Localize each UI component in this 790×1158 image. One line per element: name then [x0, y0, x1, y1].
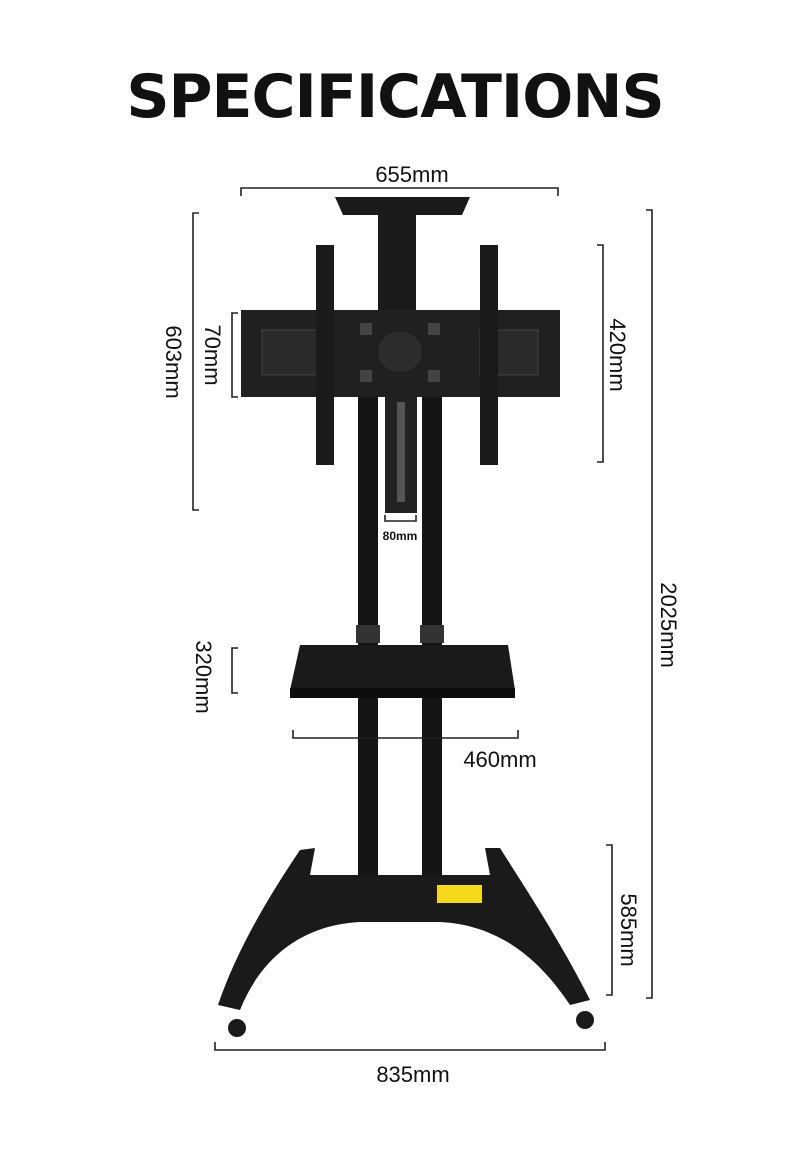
dim-460mm-label: 460mm — [463, 747, 536, 772]
dim-585mm-label: 585mm — [616, 893, 641, 966]
dim-2025mm-label: 2025mm — [656, 582, 681, 668]
dim-70mm-label: 70mm — [200, 324, 225, 385]
dim-80mm-label: 80mm — [383, 529, 418, 543]
tv-stand-image — [218, 197, 594, 1037]
dim-603mm-label: 603mm — [161, 325, 186, 398]
dim-655mm-label: 655mm — [375, 162, 448, 187]
dim-835mm-label: 835mm — [376, 1062, 449, 1087]
dim-320mm-label: 320mm — [191, 640, 216, 713]
page-title: SPECIFICATIONS — [126, 62, 664, 132]
dimension-lines — [192, 187, 653, 1051]
dim-420mm-label: 420mm — [605, 318, 630, 391]
